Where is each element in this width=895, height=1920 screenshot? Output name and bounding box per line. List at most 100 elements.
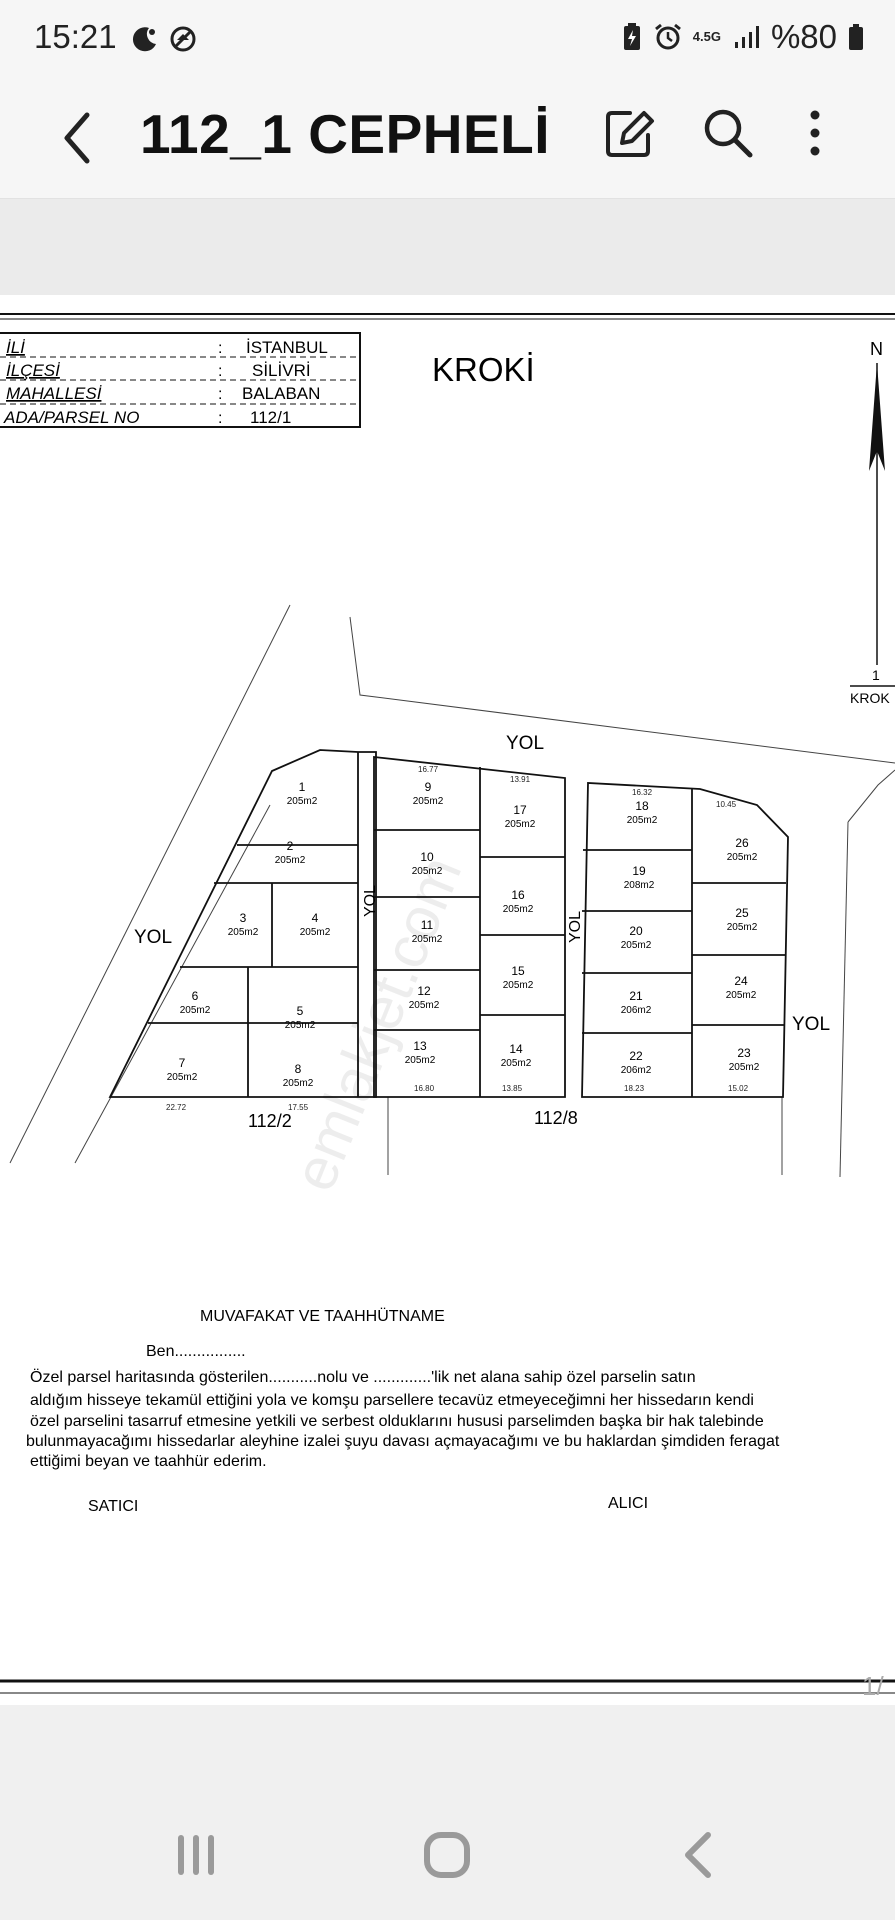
road-label-top: YOL [506, 733, 544, 754]
info-sep-2: : [218, 363, 222, 380]
navigation-bar [0, 1705, 895, 1920]
signal-icon [734, 26, 759, 48]
lot-area: 205m2 [287, 796, 318, 807]
agreement-title: MUVAFAKAT VE TAAHHÜTNAME [200, 1307, 445, 1325]
status-bar: 15:21 4.5G %80 [0, 0, 895, 78]
info-sep-4: : [218, 410, 222, 427]
do-not-disturb-icon [170, 26, 196, 52]
scale-text: KROK [850, 690, 890, 706]
lot-number: 14 [509, 1042, 523, 1056]
lot-area: 205m2 [727, 922, 758, 933]
north-label: N [870, 339, 883, 359]
lot-area: 205m2 [409, 1000, 440, 1011]
road-label-left: YOL [134, 927, 172, 948]
lot-number: 12 [417, 984, 431, 998]
more-options-button[interactable] [795, 103, 835, 163]
dimension-label: 13.85 [502, 1084, 523, 1093]
lot-area: 205m2 [505, 819, 536, 830]
lot-number: 16 [511, 888, 525, 902]
home-icon [424, 1832, 470, 1878]
lot-number: 1 [299, 780, 306, 794]
info-value-mahalle: BALABAN [242, 384, 320, 403]
lot-number: 2 [287, 839, 294, 853]
info-table: İLİ : İSTANBUL İLÇESİ : SİLİVRİ MAHALLES… [0, 332, 361, 428]
lot-number: 5 [297, 1004, 304, 1018]
lot-area: 205m2 [167, 1072, 198, 1083]
lot-number: 19 [632, 864, 646, 878]
lot-area: 205m2 [412, 866, 443, 877]
battery-icon [849, 24, 863, 50]
moon-icon [132, 27, 156, 52]
lot-number: 7 [179, 1056, 186, 1070]
lot-area: 205m2 [621, 940, 652, 951]
block-c-outline [581, 782, 789, 1098]
home-button[interactable] [417, 1825, 477, 1885]
dimension-label: 22.72 [166, 1103, 187, 1112]
dimension-label: 15.02 [728, 1084, 749, 1093]
dimension-label: 16.77 [418, 765, 439, 774]
parcel-blocks [108, 749, 789, 1098]
more-vert-icon [810, 110, 820, 156]
lot-number: 25 [735, 906, 749, 920]
lot-area: 205m2 [300, 927, 331, 938]
lot-number: 24 [734, 974, 748, 988]
lot-area: 208m2 [624, 880, 655, 891]
dimension-label: 16.80 [414, 1084, 435, 1093]
lot-area: 205m2 [180, 1005, 211, 1016]
toolbar-spacer [0, 198, 895, 296]
adjacent-parcel-112-8: 112/8 [534, 1108, 578, 1128]
status-time: 15:21 [34, 18, 117, 55]
info-value-il: İSTANBUL [246, 338, 328, 357]
lot-number: 21 [629, 989, 643, 1003]
recents-icon [178, 1835, 214, 1875]
edit-icon [606, 111, 654, 157]
block-b-outline [373, 755, 566, 1098]
lot-area: 205m2 [627, 815, 658, 826]
document-page[interactable]: İLİ : İSTANBUL İLÇESİ : SİLİVRİ MAHALLES… [0, 295, 895, 1705]
lot-number: 6 [192, 989, 199, 1003]
recents-button[interactable] [166, 1825, 226, 1885]
site-plan-drawing: İLİ : İSTANBUL İLÇESİ : SİLİVRİ MAHALLES… [0, 313, 895, 1701]
info-value-ada: 112/1 [250, 408, 291, 427]
road-lines [9, 604, 895, 1178]
lot-area: 206m2 [621, 1065, 652, 1076]
lot-number: 26 [735, 836, 749, 850]
info-label-ilce: İLÇESİ [6, 361, 60, 380]
lot-number: 11 [421, 918, 434, 932]
network-type: 4.5G [692, 29, 721, 44]
lot-area: 206m2 [621, 1005, 652, 1016]
lot-number: 17 [513, 803, 527, 817]
info-label-ada: ADA/PARSEL NO [3, 408, 139, 427]
lot-number: 4 [312, 911, 319, 925]
adjacent-parcel-112-2: 112/2 [248, 1111, 292, 1131]
info-label-mahalle: MAHALLESİ [6, 384, 102, 403]
info-value-ilce: SİLİVRİ [252, 361, 311, 380]
edit-button[interactable] [600, 103, 660, 163]
agreement-line: Özel parsel haritasında gösterilen......… [30, 1368, 696, 1386]
kroki-title: KROKİ [432, 351, 535, 388]
lot-area: 205m2 [405, 1055, 436, 1066]
agreement-line: aldığım hisseye tekamül ettiğini yola ve… [30, 1392, 754, 1409]
dimension-label: 18.23 [624, 1084, 645, 1093]
agreement-line: özel parselini tasarruf etmesine yetkili… [30, 1413, 764, 1430]
back-button[interactable] [55, 103, 115, 173]
lot-area: 205m2 [726, 990, 757, 1001]
search-button[interactable] [698, 103, 758, 163]
document-title: 112_1 CEPHELİ [140, 103, 551, 165]
info-sep-1: : [218, 340, 222, 357]
road-label-vertical-1: YOL [362, 885, 379, 917]
info-label-il: İLİ [6, 338, 25, 357]
lot-number: 22 [629, 1049, 643, 1063]
nav-back-button[interactable] [670, 1825, 730, 1885]
status-left-icons [130, 24, 198, 54]
agreement-ben: Ben................ [146, 1343, 246, 1360]
road-label-right: YOL [792, 1014, 830, 1035]
lot-number: 15 [511, 964, 525, 978]
info-sep-3: : [218, 386, 222, 403]
alarm-icon [654, 23, 681, 50]
battery-saver-icon [623, 23, 640, 50]
agreement-line: bulunmayacağımı hissedarlar aleyhine iza… [26, 1433, 780, 1450]
status-right: 4.5G %80 [621, 18, 865, 56]
back-arrow-icon [64, 112, 90, 164]
lot-area: 205m2 [412, 934, 443, 945]
